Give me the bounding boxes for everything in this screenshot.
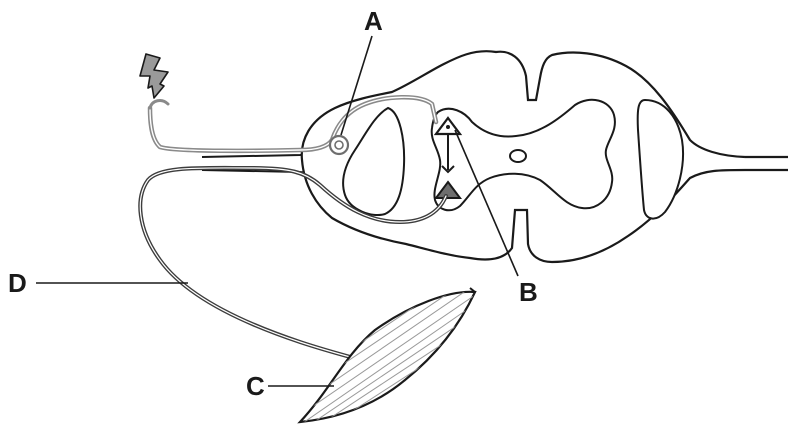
label-c: C — [246, 371, 265, 401]
label-a: A — [364, 6, 383, 36]
cord-stub-right — [745, 157, 788, 170]
lightning-bolt-icon — [140, 54, 168, 98]
muscle — [286, 276, 486, 425]
label-d: D — [8, 268, 27, 298]
label-b: B — [519, 277, 538, 307]
central-canal — [510, 150, 526, 162]
